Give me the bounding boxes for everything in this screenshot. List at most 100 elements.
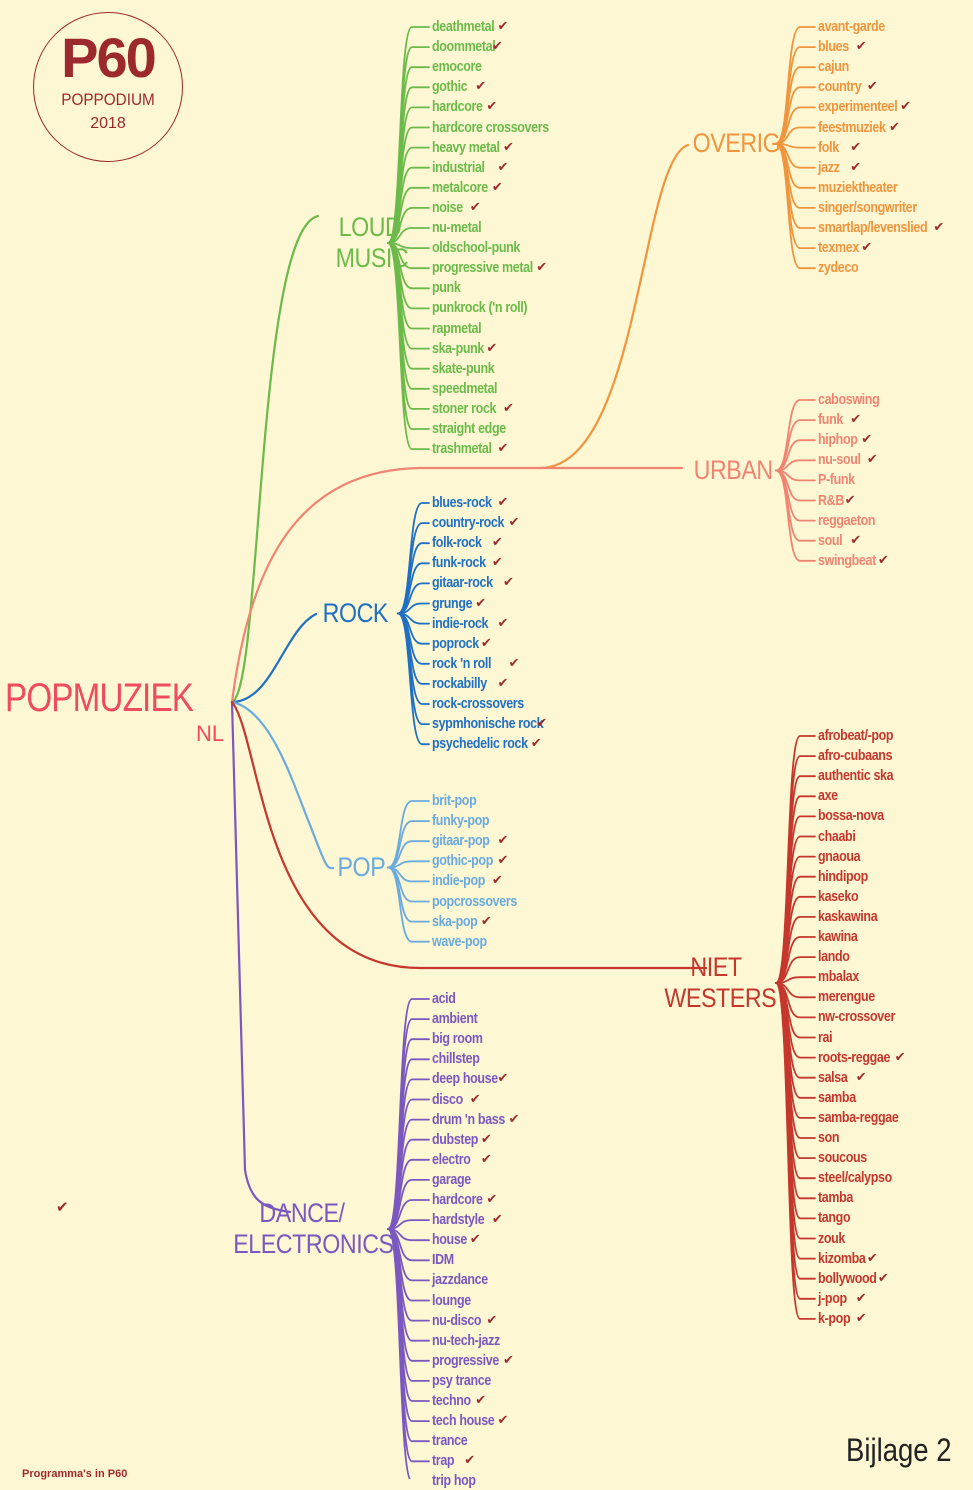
programmed-check-icon: ✔ (861, 432, 873, 448)
genre-item: nu-tech-jazz (432, 1332, 500, 1349)
genre-item: j-pop (818, 1290, 847, 1307)
programmed-check-icon: ✔ (503, 1352, 514, 1368)
genre-item: samba-reggae (818, 1109, 899, 1126)
genre-item: samba (818, 1089, 856, 1106)
genre-item: psychedelic rock (432, 736, 528, 753)
programmed-check-icon: ✔ (894, 1049, 906, 1065)
genre-item: blues-rock (432, 495, 492, 511)
programmed-check-icon: ✔ (480, 635, 492, 651)
genre-item: rock-crossovers (432, 696, 524, 712)
category-label-line: WESTERS (664, 983, 777, 1013)
programmed-check-icon: ✔ (850, 412, 862, 428)
genre-item: R&B (818, 492, 844, 509)
genre-item: hardcore (432, 1192, 483, 1208)
genre-item: poprock (432, 635, 479, 652)
genre-item: chillstep (432, 1051, 480, 1068)
genre-item: deep house (432, 1071, 498, 1088)
genre-item: drum 'n bass (432, 1111, 505, 1128)
genre-item: nu-metal (432, 220, 482, 236)
genre-item: big room (432, 1031, 483, 1048)
genre-item: swingbeat (818, 552, 876, 569)
programmed-check-icon: ✔ (486, 1192, 498, 1207)
programmed-check-icon: ✔ (497, 19, 509, 34)
programmed-check-icon: ✔ (480, 913, 492, 929)
genre-item: kaskawina (818, 908, 878, 925)
genre-item: texmex (818, 240, 859, 257)
genre-item: jazz (818, 159, 840, 176)
genre-item: skate-punk (432, 360, 495, 377)
category-label-line: MUSIC (335, 243, 409, 273)
programmed-check-icon: ✔ (850, 159, 862, 175)
genre-item: hindipop (818, 868, 868, 885)
genre-item: deathmetal (432, 19, 495, 35)
logo-year: 2018 (90, 115, 126, 132)
programmed-check-icon: ✔ (933, 220, 945, 235)
genre-item: rai (818, 1029, 833, 1046)
programmed-check-icon: ✔ (850, 532, 862, 548)
programmed-check-icon: ✔ (855, 1310, 867, 1326)
genre-item: ska-punk (432, 340, 485, 357)
programmed-check-icon: ✔ (503, 575, 514, 591)
genre-item: zydeco (818, 260, 859, 277)
genre-item: ska-pop (432, 913, 478, 930)
programmed-check-icon: ✔ (866, 452, 878, 468)
programmed-check-icon: ✔ (491, 1212, 503, 1228)
category-label-line: POP (337, 852, 386, 882)
genre-item: gnaoua (818, 848, 861, 865)
genre-item: emocore (432, 59, 482, 76)
leaf-connector-urban (775, 469, 816, 562)
programmed-check-icon: ✔ (850, 139, 862, 155)
branch-loud (230, 214, 320, 704)
category-label-line: ELECTRONICS (233, 1229, 394, 1259)
programmed-check-icon: ✔ (475, 1393, 487, 1408)
genre-item: singer/songwriter (818, 199, 917, 216)
genre-item: tango (818, 1210, 851, 1227)
programmed-check-icon: ✔ (497, 159, 509, 175)
genre-item: roots-reggae (818, 1049, 891, 1066)
genre-item: country (818, 79, 862, 96)
genre-item: progressive metal (432, 260, 533, 277)
programmed-check-icon: ✔ (497, 495, 509, 510)
programmed-check-icon: ✔ (497, 1413, 509, 1429)
category-label-overig: OVERIG (693, 128, 781, 159)
programmed-check-icon: ✔ (497, 675, 509, 691)
genre-item: gothic-pop (432, 853, 493, 870)
genre-item: rockabilly (432, 675, 487, 692)
branch-dance (230, 700, 292, 1214)
genre-item: hardcore crossovers (432, 119, 549, 136)
leaf-connector-dance (387, 1228, 430, 1463)
genre-item: k-pop (818, 1310, 851, 1327)
genre-item: electro (432, 1151, 471, 1168)
leaf-connector-niet (775, 755, 816, 984)
leaf-connector-overig (775, 142, 816, 270)
programmed-check-icon: ✔ (480, 1151, 492, 1167)
genre-item: industrial (432, 159, 485, 176)
genre-item: dubstep (432, 1131, 479, 1148)
genre-item: indie-rock (432, 615, 489, 632)
leaf-connector-rock (397, 612, 430, 705)
genre-item: reggaeton (818, 512, 876, 529)
genre-item: nw-crossover (818, 1009, 895, 1026)
programmed-check-icon: ✔ (508, 1111, 520, 1127)
logo-subtitle: POPPODIUM (61, 90, 155, 109)
genre-item: hiphop (818, 432, 858, 449)
leaf-connector-niet (775, 982, 816, 1320)
programmed-check-icon: ✔ (900, 99, 912, 115)
genre-item: smartlap/levenslied (818, 220, 928, 236)
genre-item: avant-garde (818, 19, 885, 35)
genre-item: folk (818, 139, 839, 156)
genre-item: stoner rock (432, 400, 497, 417)
genre-item: authentic ska (818, 768, 894, 785)
genre-item: blues (818, 39, 849, 56)
programmed-check-icon: ✔ (491, 535, 503, 551)
programmed-check-icon: ✔ (536, 260, 548, 276)
programmed-check-icon: ✔ (497, 833, 509, 849)
category-label-line: URBAN (693, 455, 774, 485)
genre-item: speedmetal (432, 380, 498, 397)
programmed-check-icon: ✔ (866, 1250, 878, 1266)
category-label-line: LOUD (338, 212, 402, 242)
leaf-connector-rock (397, 612, 430, 746)
genre-item: nu-soul (818, 452, 861, 469)
